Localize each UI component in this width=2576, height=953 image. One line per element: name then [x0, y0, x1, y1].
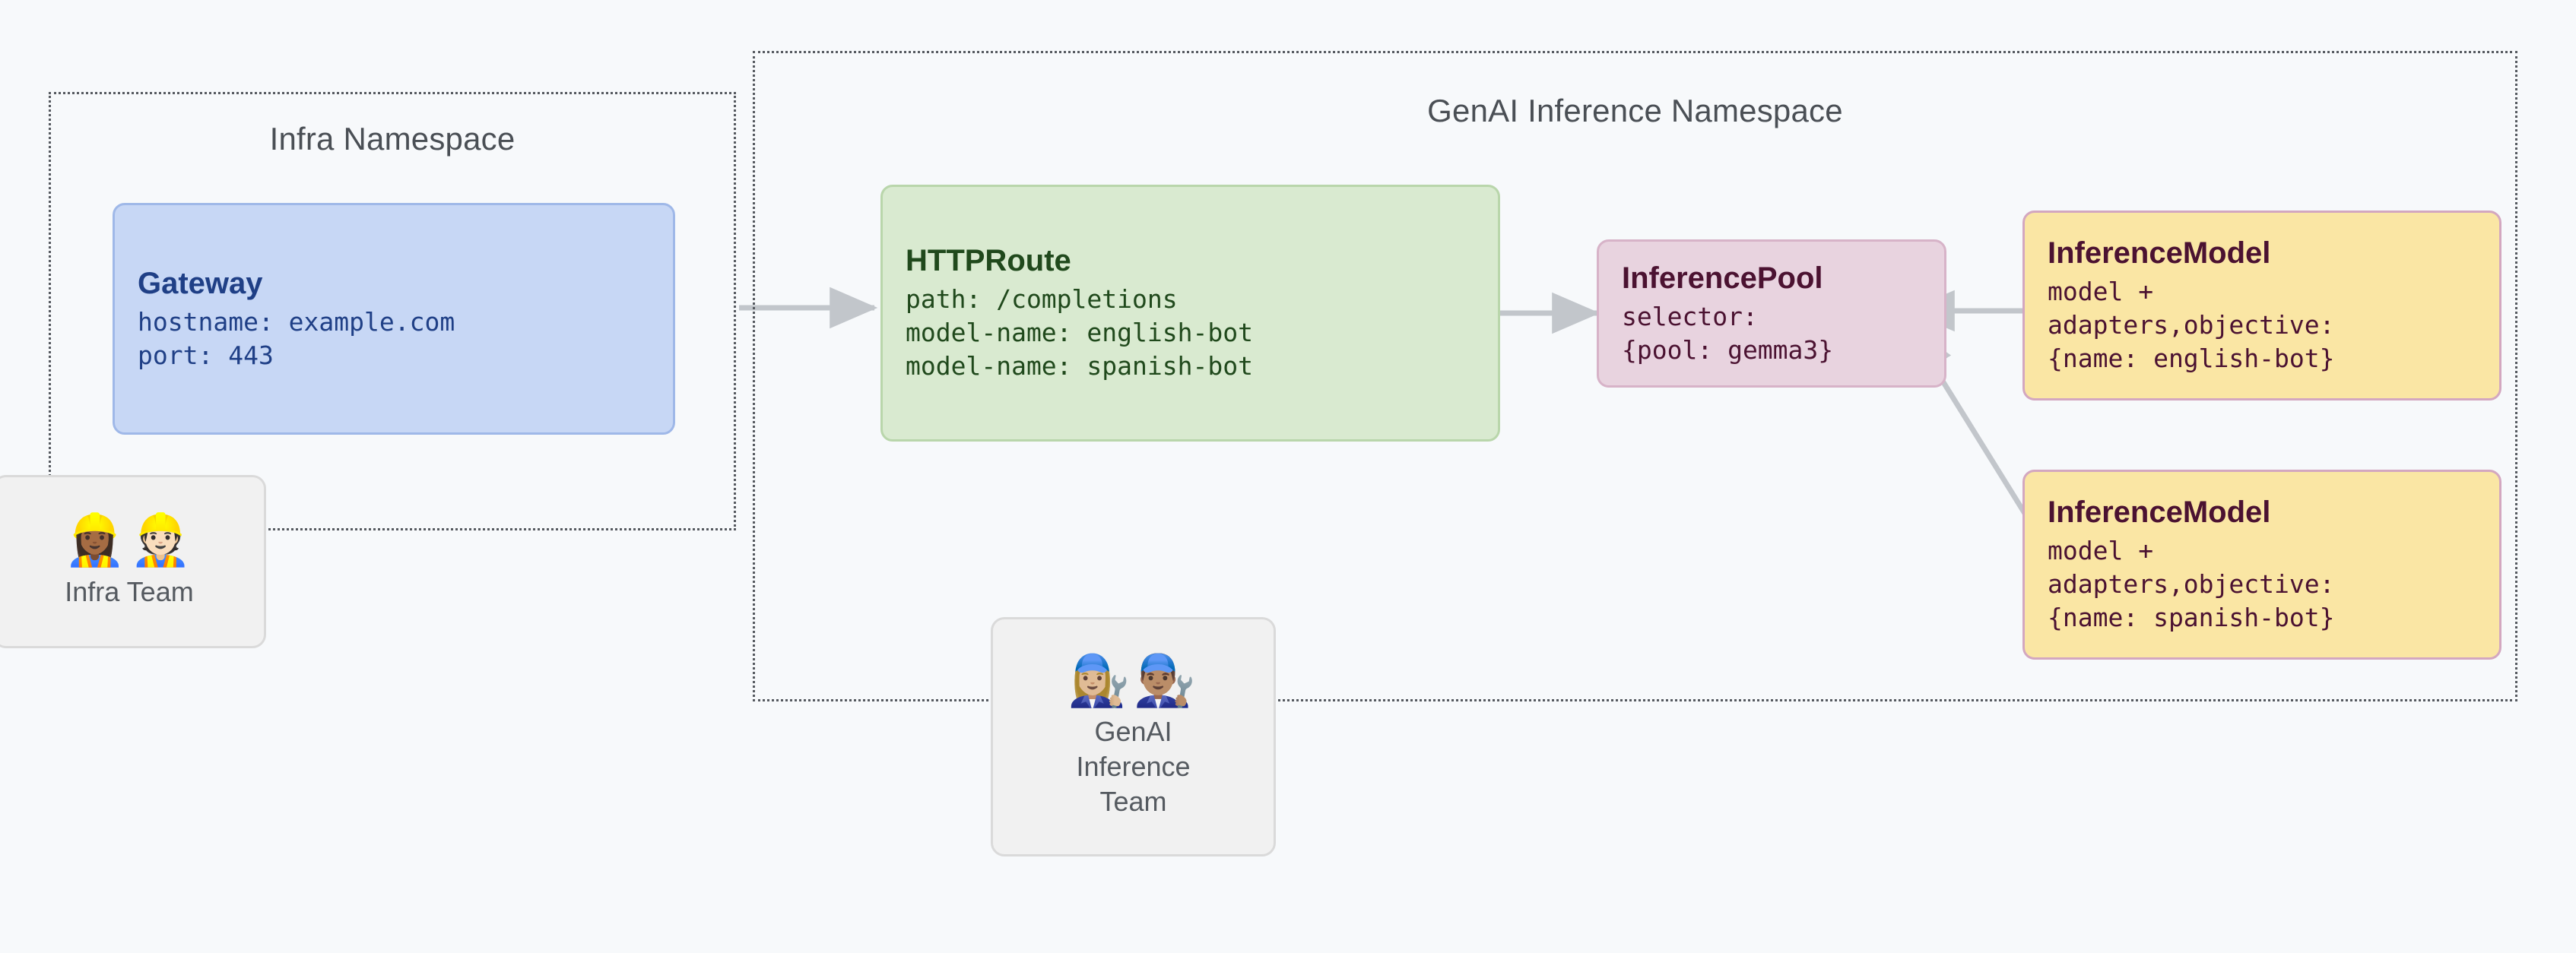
node-inferencemodel-spanish-kind: InferenceModel: [2048, 495, 2271, 530]
node-inferencemodel-spanish[interactable]: InferenceModel model + adapters,objectiv…: [2022, 470, 2501, 660]
namespace-genai-inference-title: GenAI Inference Namespace: [1427, 93, 1843, 128]
node-httproute-kind: HTTPRoute: [906, 244, 1071, 278]
mechanic-icons: 👩🏼‍🔧👨🏽‍🔧: [1068, 651, 1199, 708]
node-inferencepool-line-selector-value: {pool: gemma3}: [1622, 334, 1834, 365]
namespace-infra-title: Infra Namespace: [269, 121, 516, 157]
team-card-genai-inference-label: GenAI Inference Team: [1076, 716, 1191, 818]
team-card-infra-label: Infra Team: [65, 575, 194, 607]
node-inferencepool-line-selector: selector:: [1622, 301, 1758, 331]
node-httproute[interactable]: HTTPRoute path: /completions model-name:…: [880, 185, 1500, 442]
node-inferencemodel-english-line-model: model +: [2048, 277, 2154, 307]
node-gateway-line-hostname: hostname: example.com: [138, 306, 455, 337]
construction-worker-icons: 👷🏾‍♀️👷🏻: [63, 511, 195, 568]
node-gateway-line-port: port: 443: [138, 340, 274, 370]
node-inferencemodel-spanish-line-adapters: adapters,objective:: [2048, 569, 2335, 600]
node-gateway-kind: Gateway: [138, 266, 263, 300]
node-inferencepool[interactable]: InferencePool selector: {pool: gemma3}: [1597, 239, 1946, 388]
team-card-infra[interactable]: 👷🏾‍♀️👷🏻 Infra Team: [0, 475, 266, 648]
node-inferencemodel-english-line-name: {name: english-bot}: [2048, 343, 2335, 373]
node-inferencemodel-spanish-line-model: model +: [2048, 536, 2154, 566]
node-inferencemodel-english-kind: InferenceModel: [2048, 236, 2271, 271]
namespace-infra: Infra Namespace: [49, 92, 736, 530]
node-inferencemodel-english[interactable]: InferenceModel model + adapters,objectiv…: [2022, 211, 2501, 401]
team-card-genai-inference[interactable]: 👩🏼‍🔧👨🏽‍🔧 GenAI Inference Team: [991, 617, 1276, 856]
node-inferencemodel-spanish-line-name: {name: spanish-bot}: [2048, 602, 2335, 632]
node-gateway[interactable]: Gateway hostname: example.com port: 443: [113, 203, 675, 435]
node-httproute-line-model-spanish: model-name: spanish-bot: [906, 350, 1253, 381]
node-inferencepool-kind: InferencePool: [1622, 261, 1823, 295]
namespace-genai-inference: GenAI Inference Namespace: [753, 51, 2517, 701]
node-httproute-line-path: path: /completions: [906, 284, 1178, 315]
node-inferencemodel-english-line-adapters: adapters,objective:: [2048, 310, 2335, 340]
node-httproute-line-model-english: model-name: english-bot: [906, 318, 1253, 348]
